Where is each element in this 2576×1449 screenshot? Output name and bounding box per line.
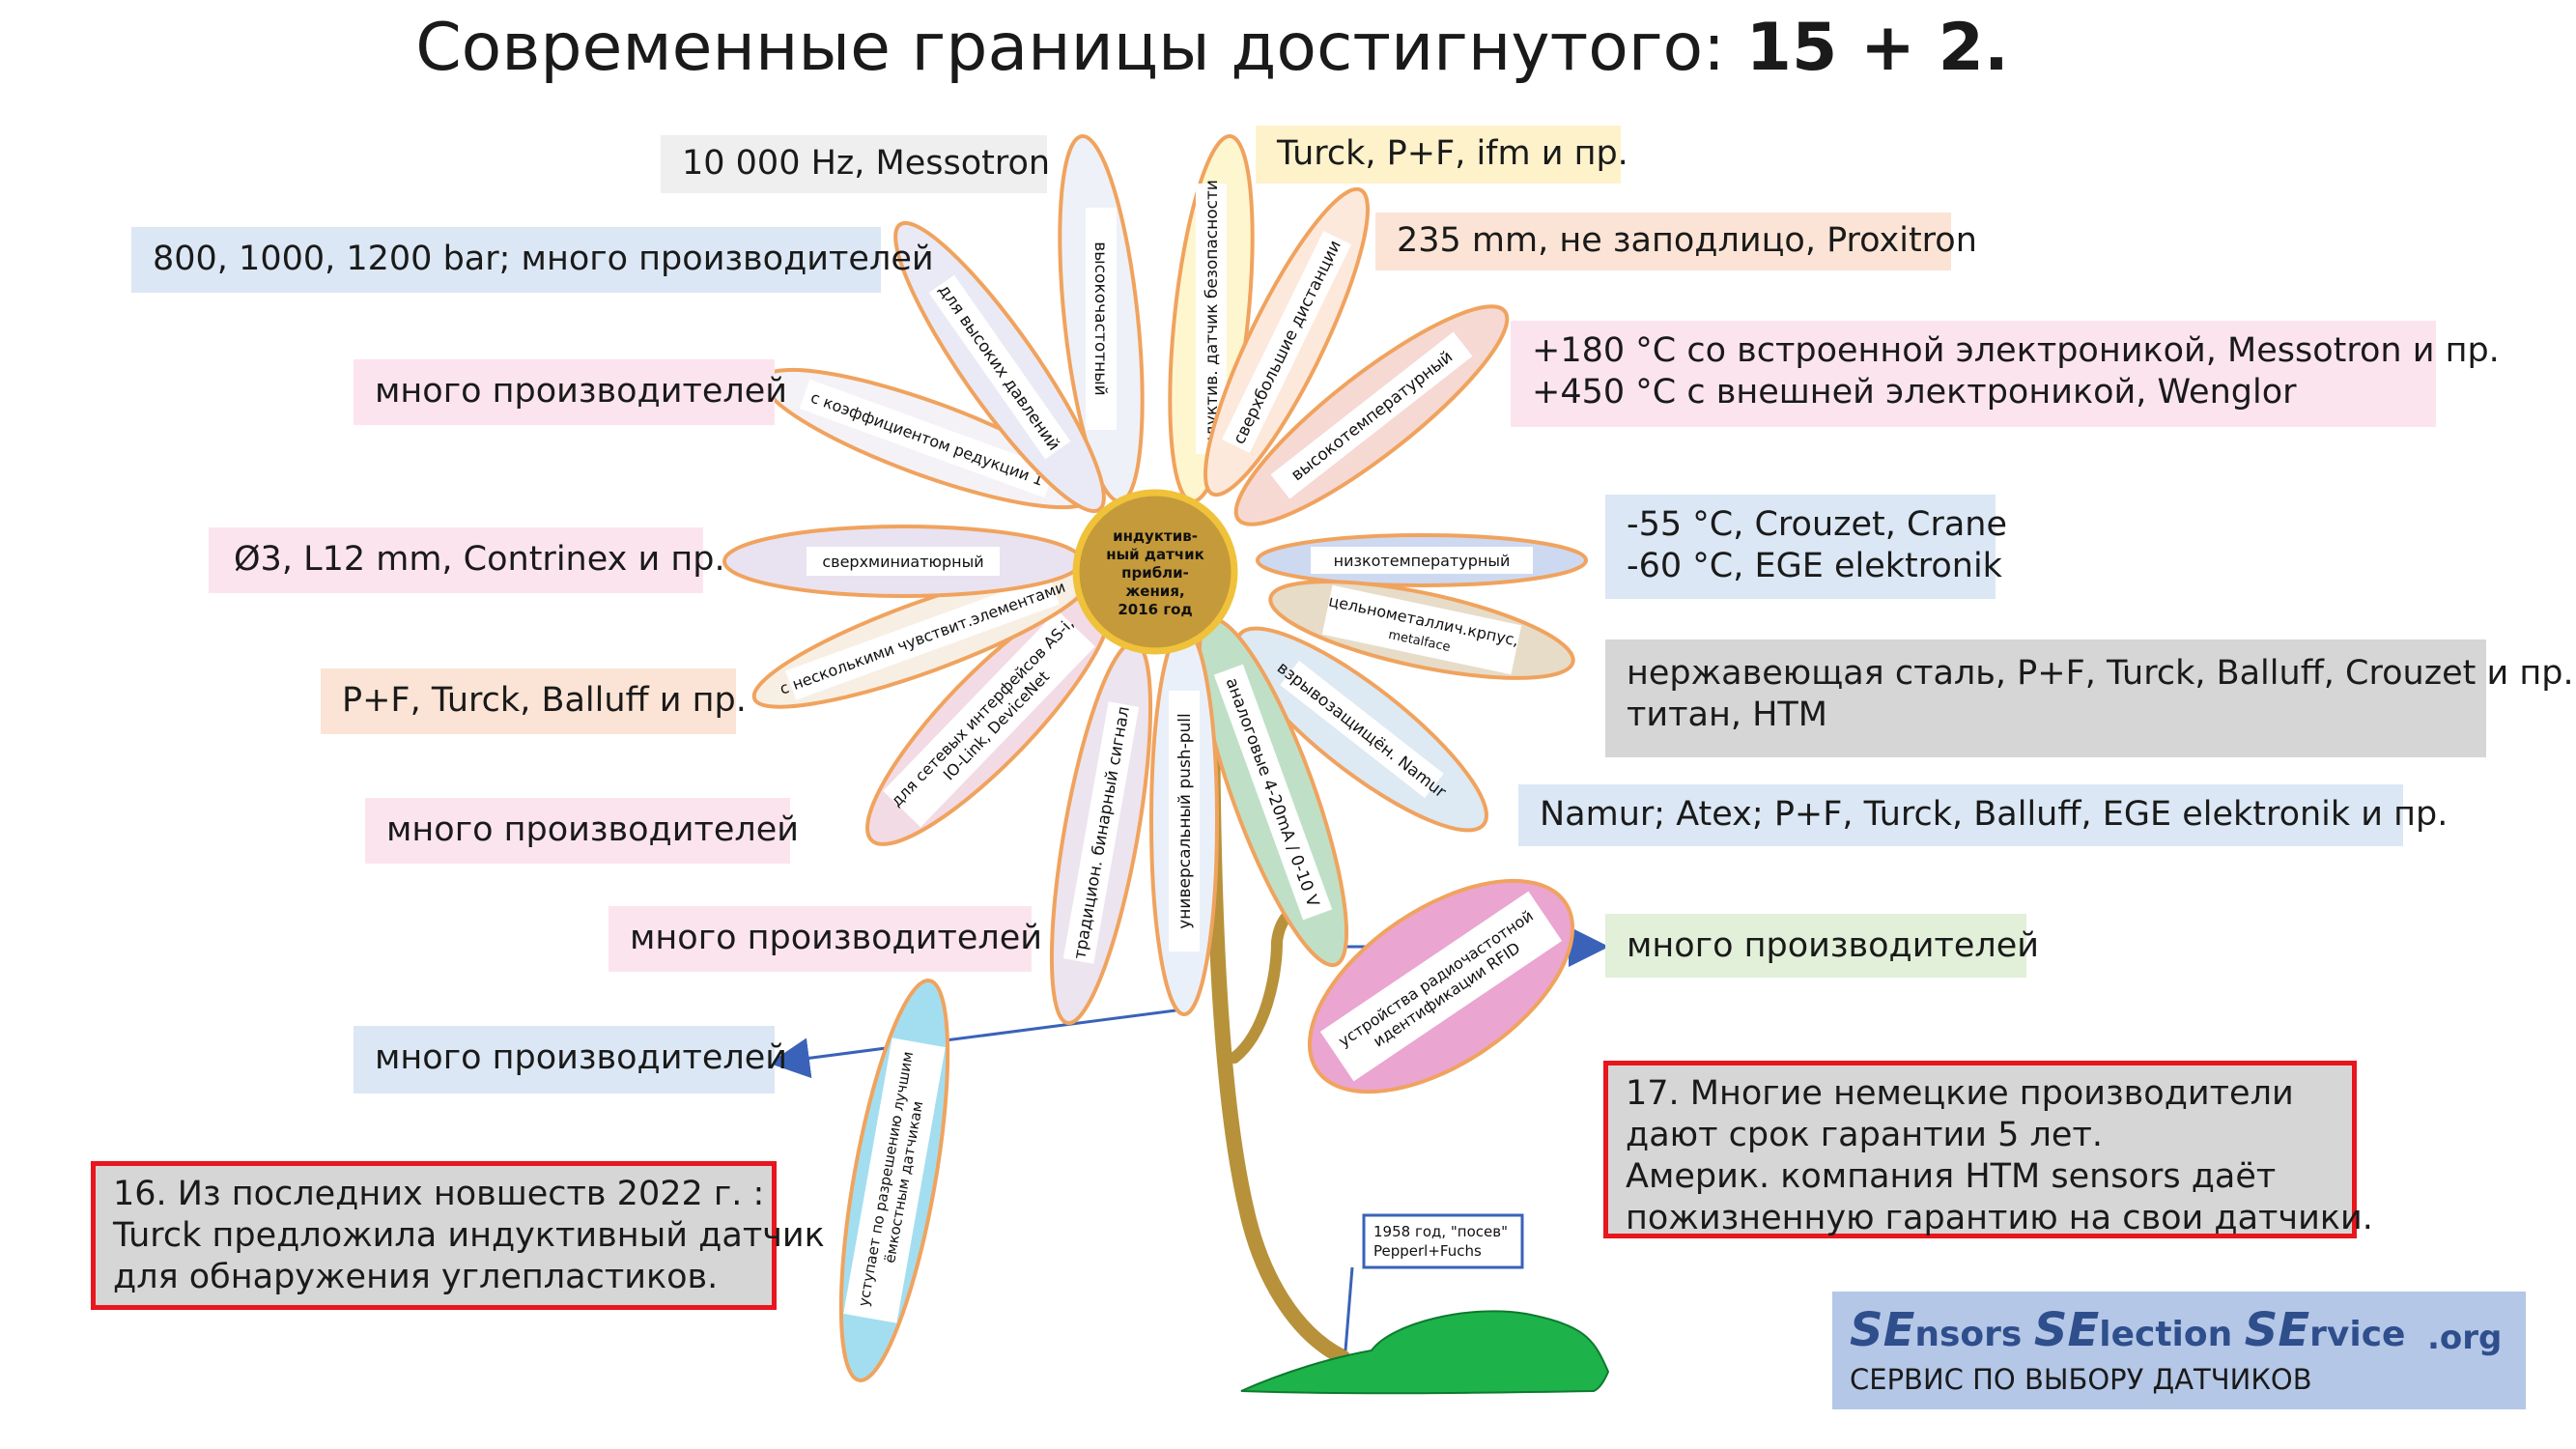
petal-text-low-temp-0: низкотемпературный xyxy=(1334,552,1511,570)
petal-label-low-temp: низкотемпературный xyxy=(1311,547,1533,574)
center-line-4: 2016 год xyxy=(1118,601,1192,618)
logo-rest-1: nsors xyxy=(1914,1315,2034,1354)
petal-high-freq: высокочастотный xyxy=(1058,133,1145,504)
seed-note-box xyxy=(1362,1213,1524,1269)
label-namur-atex: Namur; Atex; P+F, Turck, Balluff, EGE el… xyxy=(1518,784,2448,846)
petal-text-subminiature-0: сверхминиатюрный xyxy=(822,553,983,571)
petal-text-high-freq-0: высокочастотный xyxy=(1090,242,1110,395)
note-17-line-1: 17. Многие немецкие производители xyxy=(1626,1074,2294,1113)
note-16-line-3: для обнаружения углепластиков. xyxy=(113,1258,719,1296)
label-high-temp: +180 °C со встроенной электроникой, Mess… xyxy=(1511,321,2500,427)
title-tail: . xyxy=(1983,10,2009,86)
label-many-reduction-text: много производителей xyxy=(375,372,788,411)
label-stainless-line-1: нержавеющая сталь, P+F, Turck, Balluff, … xyxy=(1627,654,2574,693)
label-pressure-text: 800, 1000, 1200 bar; много производителе… xyxy=(153,240,934,278)
logo-rest-3: rvice xyxy=(2309,1315,2406,1354)
note-16-line-2: Turck предложила индуктивный датчик xyxy=(113,1216,825,1255)
label-many-reduction: много производителей xyxy=(354,359,787,425)
label-turck-pf-ifm-text: Turck, P+F, ifm и пр. xyxy=(1277,134,1628,173)
logo-wordmark: SEnsors SElection SErvice xyxy=(1850,1303,2405,1357)
seed-note-line-2: Pepperl+Fuchs xyxy=(1373,1242,1482,1260)
center-line-1: ный датчик xyxy=(1106,546,1204,563)
label-many-binary: много производителей xyxy=(609,906,1042,972)
title-main: Современные границы достигнутого: xyxy=(415,10,1746,86)
label-messotron-freq-text: 10 000 Hz, Messotron xyxy=(682,144,1051,183)
center-line-0: индуктив- xyxy=(1113,527,1198,545)
label-stainless-line-2: титан, HTM xyxy=(1627,696,1828,734)
label-contrinex: Ø3, L12 mm, Contrinex и пр. xyxy=(209,527,725,593)
label-pf-turck-balluff-text: P+F, Turck, Balluff и пр. xyxy=(342,681,747,720)
label-namur-atex-text: Namur; Atex; P+F, Turck, Balluff, EGE el… xyxy=(1540,795,2449,834)
petal-subminiature: сверхминиатюрный xyxy=(722,525,1084,598)
note-16: 16. Из последних новшеств 2022 г. : Turc… xyxy=(91,1161,825,1310)
center-line-3: жения, xyxy=(1125,582,1184,600)
logo-subtitle: СЕРВИС ПО ВЫБОРУ ДАТЧИКОВ xyxy=(1850,1363,2312,1396)
label-low-temp-line-1: -55 °C, Crouzet, Crane xyxy=(1627,505,2008,544)
label-high-temp-line-2: +450 °C с внешней электроникой, Wenglor xyxy=(1532,373,2297,412)
label-proxitron-text: 235 mm, не заподлицо, Proxitron xyxy=(1397,221,1977,260)
label-turck-pf-ifm: Turck, P+F, ifm и пр. xyxy=(1256,126,1628,184)
logo-rest-2: lection xyxy=(2099,1315,2245,1354)
label-many-network: много производителей xyxy=(365,798,799,864)
petals-group: высокочастотный индуктив. датчик безопасн… xyxy=(722,133,1588,1382)
note-17-line-2: дают срок гарантии 5 лет. xyxy=(1626,1116,2103,1154)
label-many-rfid: много производителей xyxy=(1605,914,2039,978)
title-bold: 15 + 2 xyxy=(1745,10,1984,86)
label-messotron-freq: 10 000 Hz, Messotron xyxy=(661,135,1051,193)
label-contrinex-text: Ø3, L12 mm, Contrinex и пр. xyxy=(234,540,725,579)
note-16-line-1: 16. Из последних новшеств 2022 г. : xyxy=(113,1175,765,1213)
label-low-temp-line-2: -60 °C, EGE elektronik xyxy=(1627,547,2002,585)
label-many-binary-text: много производителей xyxy=(630,919,1043,957)
center-line-2: прибли- xyxy=(1121,564,1189,582)
label-stainless: нержавеющая сталь, P+F, Turck, Balluff, … xyxy=(1605,639,2574,757)
page-title: Современные границы достигнутого: 15 + 2… xyxy=(0,10,2424,86)
logo-se-3: SE xyxy=(2244,1303,2310,1357)
note-17-line-3: Америк. компания HTM sensors даёт xyxy=(1626,1157,2277,1196)
logo-se-2: SE xyxy=(2033,1303,2100,1357)
label-pf-turck-balluff: P+F, Turck, Balluff и пр. xyxy=(321,668,747,734)
logo-org: .org xyxy=(2427,1319,2503,1357)
note-17: 17. Многие немецкие производители дают с… xyxy=(1603,1061,2373,1238)
petal-label-high-freq: высокочастотный xyxy=(1086,208,1117,430)
label-proxitron: 235 mm, не заподлицо, Proxitron xyxy=(1375,213,1977,270)
arrow-push-pull xyxy=(769,1008,1184,1079)
petal-low-temp: низкотемпературный xyxy=(1256,533,1588,587)
ground-mound xyxy=(1240,1310,1610,1395)
petal-label-subminiature: сверхминиатюрный xyxy=(807,547,1000,576)
note-17-line-4: пожизненную гарантию на свои датчики. xyxy=(1626,1199,2373,1237)
petal-text-safety-0: индуктив. датчик безопасности xyxy=(1203,180,1222,458)
logo-se-1: SE xyxy=(1850,1303,1915,1357)
label-many-rfid-text: много производителей xyxy=(1627,926,2040,965)
seed-connector xyxy=(1344,1266,1354,1351)
label-many-network-text: много производителей xyxy=(386,810,800,849)
label-many-push-pull: много производителей xyxy=(354,1026,787,1094)
flower-center xyxy=(1072,489,1238,655)
label-pressure: 800, 1000, 1200 bar; много производителе… xyxy=(131,227,934,293)
sensors-selection-service-logo: SEnsors SElection SErvice .org СЕРВИС ПО… xyxy=(1832,1292,2526,1409)
label-many-push-pull-text: много производителей xyxy=(375,1038,788,1077)
petal-binary: традицион. бинарный сигнал xyxy=(1049,639,1153,1026)
petal-push-pull: универсальный push-pull xyxy=(1149,626,1219,1016)
petal-label-push-pull: универсальный push-pull xyxy=(1169,691,1200,952)
petal-label-safety: индуктив. датчик безопасности xyxy=(1196,180,1227,458)
petal-text-push-pull-0: универсальный push-pull xyxy=(1175,713,1195,928)
seed-note-line-1: 1958 год, "посев" xyxy=(1373,1223,1508,1240)
label-low-temp: -55 °C, Crouzet, Crane -60 °C, EGE elekt… xyxy=(1605,495,2008,599)
label-high-temp-line-1: +180 °C со встроенной электроникой, Mess… xyxy=(1532,331,2500,370)
